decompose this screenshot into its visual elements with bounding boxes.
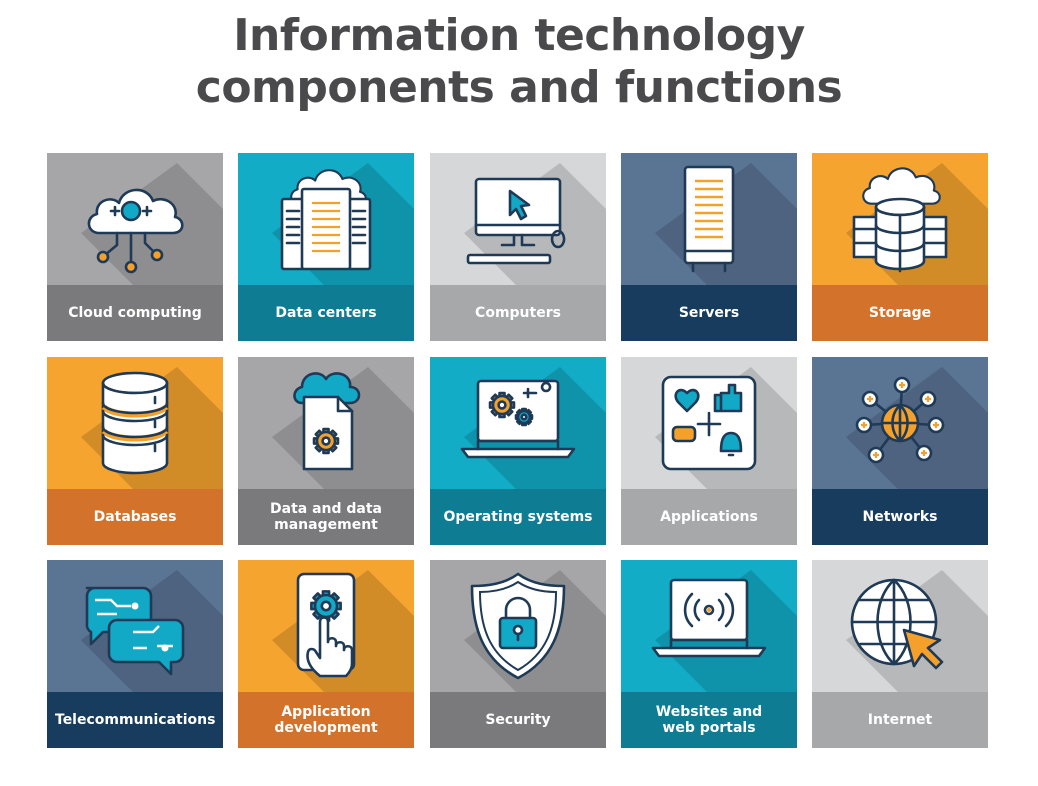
tile-icon-area [621, 153, 797, 285]
tile-label: Networks [862, 509, 938, 525]
chat-bubbles-icon [85, 586, 185, 676]
database-icon [101, 371, 169, 475]
data-center-icon [280, 169, 372, 271]
cloud-storage-icon [852, 167, 948, 273]
laptop-gears-icon [460, 379, 576, 459]
desktop-computer-icon [466, 177, 566, 265]
tile-icon-area [47, 153, 223, 285]
tile-label-bar: Applications [621, 489, 797, 545]
tile-databases: Databases [47, 357, 223, 545]
tile-data-centers: Data centers [238, 153, 414, 341]
tile-websites-and-web-portals: Websites and web portals [621, 560, 797, 748]
tile-icon-area [812, 357, 988, 489]
tile-icon-area [238, 357, 414, 489]
tile-label: Data and data management [270, 501, 382, 533]
shield-lock-icon [470, 572, 566, 680]
tile-label: Security [485, 712, 551, 728]
tile-application-development: Application development [238, 560, 414, 748]
tile-networks: Networks [812, 357, 988, 545]
tile-label-bar: Data centers [238, 285, 414, 341]
tile-label: Servers [678, 305, 740, 321]
title-line-1: Information technology [233, 10, 805, 61]
tile-icon-area [47, 560, 223, 692]
tile-label-bar: Telecommunications [47, 692, 223, 748]
tile-applications: Applications [621, 357, 797, 545]
tile-operating-systems: Operating systems [430, 357, 606, 545]
tile-icon-area [238, 560, 414, 692]
tile-storage: Storage [812, 153, 988, 341]
title-line-2: components and functions [195, 62, 843, 113]
tile-telecommunications: Telecommunications [47, 560, 223, 748]
tile-label-bar: Cloud computing [47, 285, 223, 341]
tile-label-bar: Servers [621, 285, 797, 341]
app-tablet-icon [661, 375, 757, 471]
tile-label: Telecommunications [55, 712, 216, 728]
tile-label-bar: Operating systems [430, 489, 606, 545]
tile-label: Data centers [275, 305, 377, 321]
globe-cursor-icon [850, 578, 944, 670]
tile-label-bar: Data and data management [238, 489, 414, 545]
tile-icon-area [430, 357, 606, 489]
phone-touch-gear-icon [296, 572, 356, 678]
tile-icon-area [430, 560, 606, 692]
server-rack-icon [683, 165, 735, 273]
tile-label-bar: Storage [812, 285, 988, 341]
tile-icon-area [621, 560, 797, 692]
laptop-broadcast-icon [651, 578, 767, 658]
tile-label-bar: Internet [812, 692, 988, 748]
tile-icon-area [812, 153, 988, 285]
tile-label: Cloud computing [68, 305, 202, 321]
tile-label-bar: Security [430, 692, 606, 748]
tile-label: Application development [274, 704, 378, 736]
page-title: Information technology components and fu… [0, 10, 1038, 114]
tile-label-bar: Websites and web portals [621, 692, 797, 748]
tile-label-bar: Computers [430, 285, 606, 341]
tile-icon-area [812, 560, 988, 692]
tile-label: Storage [868, 305, 932, 321]
tile-label: Applications [660, 509, 758, 525]
tile-label: Websites and web portals [655, 704, 763, 736]
tile-icon-area [621, 357, 797, 489]
network-globe-icon [855, 376, 945, 464]
tile-label: Databases [93, 509, 177, 525]
tile-security: Security [430, 560, 606, 748]
tile-label-bar: Application development [238, 692, 414, 748]
tile-label: Computers [475, 305, 561, 321]
tile-cloud-computing: Cloud computing [47, 153, 223, 341]
tile-label: Operating systems [443, 509, 593, 525]
tile-label-bar: Networks [812, 489, 988, 545]
tile-label: Internet [867, 712, 933, 728]
cloud-network-icon [87, 188, 184, 274]
cloud-document-gear-icon [293, 372, 361, 471]
tile-internet: Internet [812, 560, 988, 748]
tile-data-and-data-management: Data and data management [238, 357, 414, 545]
tile-servers: Servers [621, 153, 797, 341]
tile-computers: Computers [430, 153, 606, 341]
tile-icon-area [238, 153, 414, 285]
tile-icon-area [430, 153, 606, 285]
tile-icon-area [47, 357, 223, 489]
tile-label-bar: Databases [47, 489, 223, 545]
